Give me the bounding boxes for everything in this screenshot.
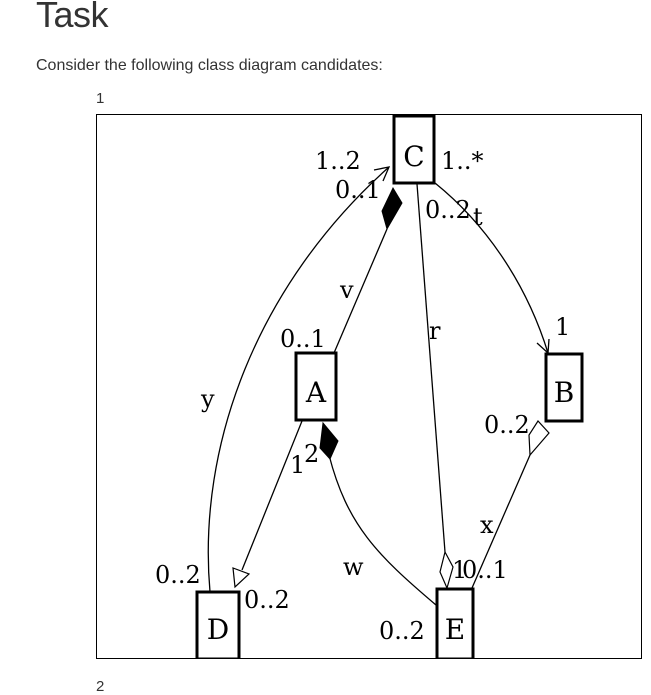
label-v: v [339,276,354,304]
composition-diamond-a-icon [319,421,339,460]
composition-diamond-c-icon [381,186,403,231]
label-w: w [343,553,364,581]
edge-generalization-a-d [241,420,303,571]
diagram-canvas: C A B D E 1..2 0..1 1..* 0..2 t v r 0..1… [155,115,584,659]
mult-e-x: 0..1 [462,556,508,584]
mult-c-r: 0..2 [425,196,471,224]
candidate-label: 2 [96,678,105,695]
label-r: r [429,317,441,345]
intro-text: Consider the following class diagram can… [36,57,383,74]
mult-a-w: 2 [304,440,319,468]
class-e-label: E [445,613,465,646]
aggregation-diamond-b-icon [528,420,550,457]
page-title: Task [36,0,109,35]
class-diagram-candidate-1: C A B D E 1..2 0..1 1..* 0..2 t v r 0..1… [96,114,642,659]
mult-a-v: 0..1 [280,325,326,353]
class-c-label: C [403,140,424,173]
arrowhead-y-icon [373,166,391,182]
mult-d-generalization: 0..2 [244,586,290,614]
edge-r [416,183,446,553]
class-d-label: D [207,613,229,646]
label-t: t [473,203,483,231]
mult-c-v: 0..1 [335,176,381,204]
mult-d-y: 0..2 [155,561,201,589]
mult-b-t: 1 [555,313,570,341]
class-a[interactable]: A [294,351,338,422]
edge-v [333,228,388,354]
class-b[interactable]: B [544,352,584,423]
class-c[interactable]: C [392,115,436,185]
edge-t [434,182,549,354]
candidate-label: 1 [96,90,105,107]
mult-b-x: 0..2 [484,411,530,439]
mult-e-w: 0..2 [379,617,425,645]
label-y: y [200,385,215,413]
label-x: x [480,511,494,539]
class-b-label: B [554,376,575,409]
edge-x [471,454,531,589]
mult-c-y: 1..2 [315,147,361,175]
generalization-triangle-icon [232,567,251,589]
edge-y [207,166,390,593]
mult-a-generalization: 1 [290,451,305,479]
class-d[interactable]: D [195,590,241,659]
class-a-label: A [305,376,327,409]
class-e[interactable]: E [435,587,475,659]
mult-c-t: 1..* [441,147,484,175]
edge-w [328,454,437,606]
mult-e-r: 1 [452,556,467,584]
